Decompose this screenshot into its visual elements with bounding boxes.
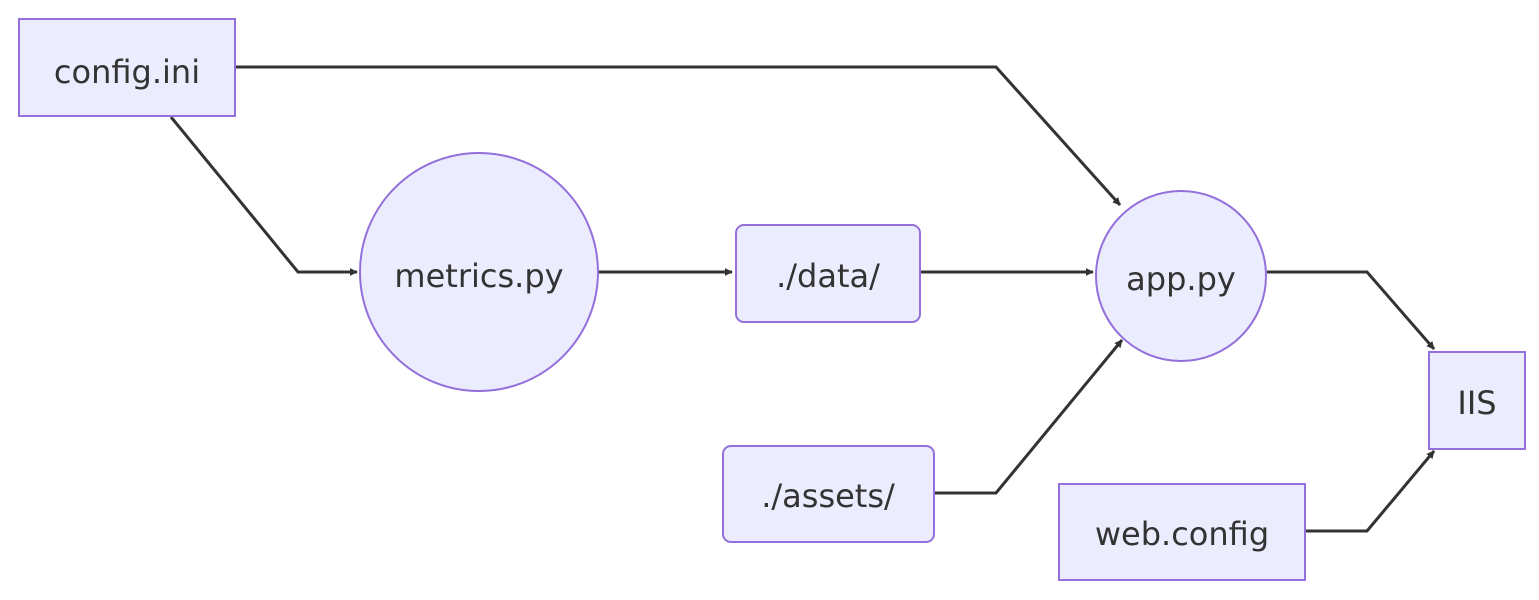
edge-app-to-iis: [1267, 270, 1436, 350]
node-assets-dir[interactable]: ./assets/: [722, 445, 935, 543]
edge-config-to-metrics: [169, 116, 358, 276]
node-metrics-py[interactable]: metrics.py: [359, 152, 599, 392]
node-app-py-label: app.py: [1126, 260, 1236, 298]
node-data-dir[interactable]: ./data/: [735, 224, 921, 323]
edge-assets-to-app: [935, 339, 1124, 495]
node-web-config[interactable]: web.config: [1058, 483, 1306, 581]
node-web-config-label: web.config: [1095, 515, 1269, 553]
edges: [169, 65, 1436, 533]
node-config-ini[interactable]: config.ini: [18, 18, 236, 117]
node-iis-label: IIS: [1457, 384, 1496, 422]
node-assets-dir-label: ./assets/: [761, 477, 895, 515]
edge-webconfig-to-iis: [1305, 450, 1436, 533]
node-config-ini-label: config.ini: [54, 53, 200, 91]
node-app-py[interactable]: app.py: [1095, 190, 1267, 362]
node-iis[interactable]: IIS: [1428, 351, 1526, 450]
edge-config-to-app: [236, 65, 1122, 207]
node-metrics-py-label: metrics.py: [394, 257, 563, 295]
node-data-dir-label: ./data/: [776, 257, 880, 295]
